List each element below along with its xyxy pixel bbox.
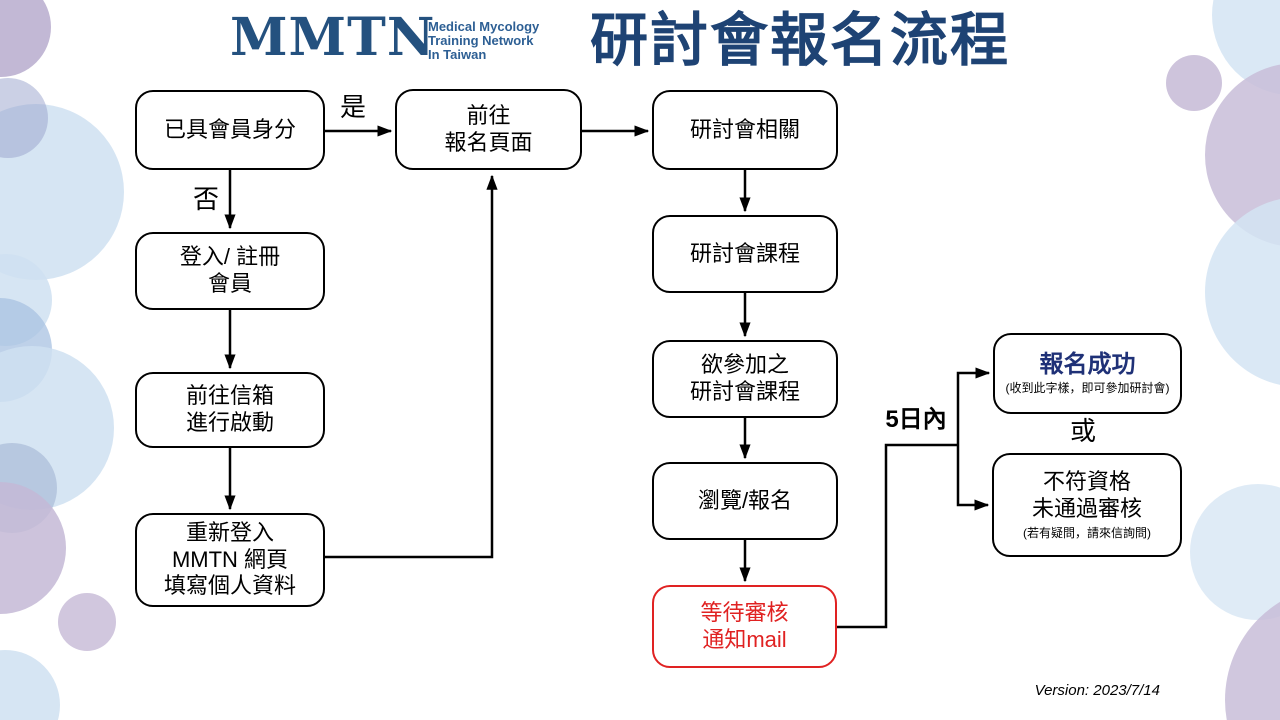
- node-text: 研討會課程: [689, 240, 800, 266]
- node-text: 未通過審核: [1031, 496, 1142, 522]
- tagline-line: Medical Mycology: [428, 19, 540, 34]
- connector-wait-trunk: [837, 443, 958, 629]
- decor-circle: [1225, 601, 1280, 720]
- node-text: 前往信箱: [185, 383, 274, 409]
- mmtn-logo-tagline: Medical Mycology Training Network In Tai…: [428, 20, 568, 62]
- node-subtitle: (若有疑問，請來信詢問): [1023, 526, 1151, 541]
- decor-circle: [1166, 55, 1222, 111]
- node-goto-registration-page: 前往 報名頁面: [395, 89, 582, 170]
- node-text: 登入/ 註冊: [179, 244, 281, 270]
- node-text: 前往: [466, 102, 511, 128]
- node-seminar-course: 研討會課程: [652, 215, 838, 293]
- decor-circle: [1205, 199, 1280, 385]
- label-yes: 是: [339, 92, 366, 122]
- node-text: 填寫個人資料: [163, 573, 296, 599]
- decor-circle: [0, 0, 51, 77]
- node-text: 會員: [207, 271, 252, 296]
- node-text: 不符資格: [1042, 469, 1131, 495]
- node-text: 報名頁面: [444, 129, 533, 155]
- node-desired-course: 欲參加之 研討會課程: [652, 340, 838, 418]
- node-member-status: 已具會員身分: [135, 90, 325, 170]
- decor-circle: [1190, 484, 1280, 620]
- node-seminar-related: 研討會相關: [652, 90, 838, 170]
- decor-circle: [0, 650, 60, 720]
- node-text: 進行啟動: [185, 410, 274, 435]
- node-text: MMTN 網頁: [171, 546, 289, 572]
- decor-circle: [0, 78, 48, 158]
- node-text: 重新登入: [185, 519, 274, 545]
- node-title: 報名成功: [1039, 350, 1136, 378]
- label-within-5-days: 5日內: [885, 406, 947, 433]
- node-browse-register: 瀏覽/報名: [652, 462, 838, 540]
- node-subtitle: (收到此字樣，即可參加研討會): [1005, 381, 1170, 395]
- node-text: 通知mail: [702, 626, 787, 652]
- node-text: 等待審核: [700, 599, 789, 625]
- node-login-register: 登入/ 註冊 會員: [135, 232, 325, 310]
- node-text: 已具會員身分: [163, 116, 296, 142]
- node-text: 研討會課程: [689, 379, 800, 404]
- node-text: 欲參加之: [700, 352, 789, 378]
- node-mailbox-activate: 前往信箱 進行啟動: [135, 372, 325, 448]
- tagline-line: Training Network: [428, 33, 534, 48]
- arrow-branch-to-fail: [956, 445, 990, 511]
- arrow-relogin-to-goto: [325, 174, 498, 559]
- decor-circle: [58, 593, 116, 651]
- mmtn-logo: MMTN: [230, 7, 436, 68]
- node-relogin-fill-profile: 重新登入 MMTN 網頁 填寫個人資料: [135, 513, 325, 607]
- node-registration-success: 報名成功 (收到此字樣，即可參加研討會): [993, 333, 1182, 414]
- page-title: 研討會報名流程: [590, 8, 1011, 73]
- version-text: Version: 2023/7/14: [1034, 682, 1160, 699]
- node-text: 研討會相關: [689, 116, 800, 142]
- node-wait-review-mail: 等待審核 通知mail: [652, 585, 837, 668]
- decor-circle: [0, 482, 66, 614]
- arrow-branch-to-success: [956, 367, 991, 445]
- node-not-qualified: 不符資格 未通過審核 (若有疑問，請來信詢問): [992, 453, 1182, 557]
- node-text: 瀏覽/報名: [697, 487, 793, 513]
- tagline-line: In Taiwan: [428, 47, 487, 62]
- label-or: 或: [1069, 416, 1096, 446]
- label-no: 否: [192, 184, 219, 214]
- decor-circle: [1205, 64, 1280, 246]
